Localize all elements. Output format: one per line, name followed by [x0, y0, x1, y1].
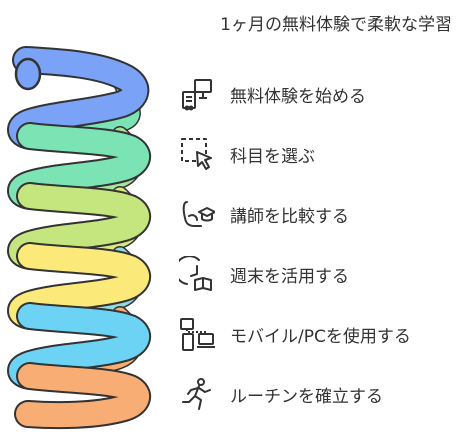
- step-label: ルーチンを確立する: [230, 386, 383, 407]
- computer-icon: [178, 75, 216, 113]
- cursor-select-icon: [178, 135, 216, 173]
- running-person-icon: [178, 375, 216, 413]
- diagram-title: 1ヶ月の無料体験で柔軟な学習: [220, 15, 452, 35]
- spiral-top-cap: [14, 57, 42, 91]
- step-label: 科目を選ぶ: [230, 146, 315, 167]
- step-label: 週末を活用する: [230, 266, 349, 287]
- clock-book-icon: [178, 255, 216, 293]
- step-choose-subject: 科目を選ぶ: [178, 134, 463, 174]
- devices-icon: [178, 315, 216, 353]
- spiral-graphic: [7, 46, 151, 430]
- step-use-weekends: 週末を活用する: [178, 254, 463, 294]
- step-compare-teachers: 講師を比較する: [178, 194, 463, 234]
- step-use-mobile-pc: モバイル/PCを使用する: [178, 314, 463, 354]
- step-label: モバイル/PCを使用する: [230, 326, 411, 347]
- step-establish-routine: ルーチンを確立する: [178, 374, 463, 414]
- spiral-band-6-fill: [16, 364, 149, 428]
- step-label: 講師を比較する: [230, 206, 349, 227]
- student-teacher-icon: [178, 195, 216, 233]
- step-free-trial: 無料体験を始める: [178, 74, 463, 114]
- step-label: 無料体験を始める: [230, 86, 366, 107]
